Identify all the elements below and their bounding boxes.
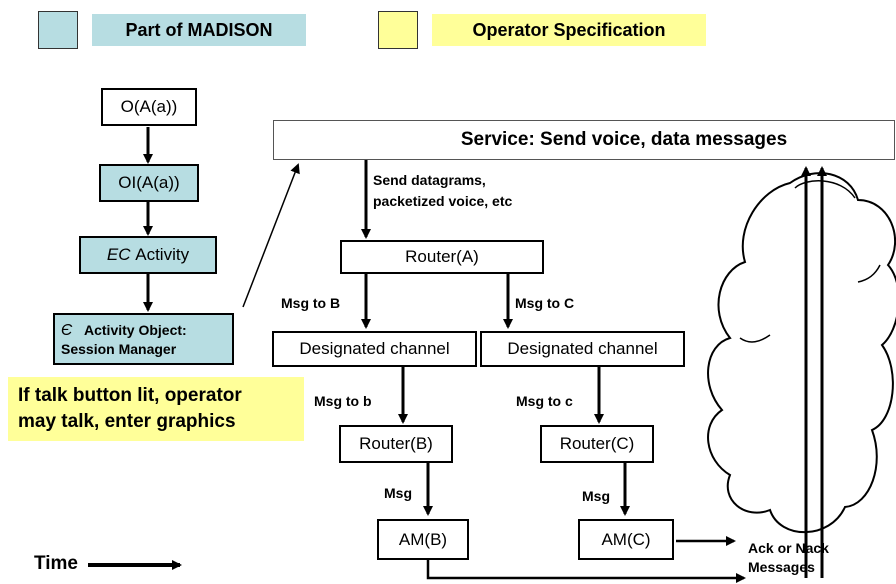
msg-to-c-label: Msg to C bbox=[515, 295, 575, 311]
ack-nack-label: Ack or Nack Messages bbox=[748, 539, 829, 577]
designated-channel-right: Designated channel bbox=[480, 331, 685, 367]
msg-right-label: Msg bbox=[582, 488, 610, 504]
madison-legend-label: Part of MADISON bbox=[92, 14, 306, 46]
o-a-a-box: O(A(a)) bbox=[101, 88, 197, 126]
msg-left-label: Msg bbox=[384, 485, 412, 501]
router-c-box: Router(C) bbox=[540, 425, 654, 463]
msg-to-b-label: Msg to B bbox=[281, 295, 341, 311]
operator-note-line1: If talk button lit, operator bbox=[18, 385, 242, 406]
send-datagrams-label: Send datagrams, packetized voice, etc bbox=[373, 170, 512, 212]
ack-line1: Ack or Nack bbox=[748, 540, 829, 556]
service-label: Service: Send voice, data messages bbox=[460, 129, 788, 150]
oi-a-a-box: OI(A(a)) bbox=[99, 164, 199, 202]
msg-to-c-lower-label: Msg to c bbox=[516, 393, 573, 409]
ec-suffix: Activity bbox=[135, 245, 190, 264]
cloud-fold-3 bbox=[739, 334, 771, 343]
time-label: Time bbox=[34, 553, 79, 574]
send-datagrams-line2: packetized voice, etc bbox=[373, 193, 513, 209]
service-bar: Service: Send voice, data messages bbox=[273, 120, 895, 160]
am-c-box: AM(C) bbox=[578, 519, 674, 560]
msg-to-b-lower-label: Msg to b bbox=[314, 393, 372, 409]
operator-note-line2: may talk, enter graphics bbox=[18, 411, 236, 432]
operator-note: If talk button lit, operator may talk, e… bbox=[8, 377, 304, 441]
arrow-session-to-service bbox=[242, 163, 300, 308]
ec-activity-box: EC Activity bbox=[79, 236, 217, 274]
designated-channel-left: Designated channel bbox=[272, 331, 477, 367]
router-a-box: Router(A) bbox=[340, 240, 544, 274]
epsilon-symbol: Є bbox=[61, 321, 73, 339]
send-datagrams-line1: Send datagrams, bbox=[373, 172, 486, 188]
operator-legend-swatch bbox=[378, 11, 418, 49]
operator-legend-label: Operator Specification bbox=[432, 14, 706, 46]
ec-prefix: EC bbox=[106, 245, 131, 264]
ack-line2: Messages bbox=[748, 559, 815, 575]
session-manager-box: Є Activity Object: Session Manager bbox=[53, 313, 234, 365]
am-b-box: AM(B) bbox=[377, 519, 469, 560]
madison-legend-swatch bbox=[38, 11, 78, 49]
network-cloud bbox=[707, 172, 896, 534]
session-manager-line1: Є Activity Object: bbox=[61, 321, 187, 340]
cloud-fold-2 bbox=[857, 264, 881, 283]
arrow-am-b-to-ack bbox=[426, 560, 746, 583]
router-b-box: Router(B) bbox=[339, 425, 453, 463]
activity-object-text: Activity Object: bbox=[84, 321, 187, 338]
session-manager-line2: Session Manager bbox=[61, 340, 177, 357]
